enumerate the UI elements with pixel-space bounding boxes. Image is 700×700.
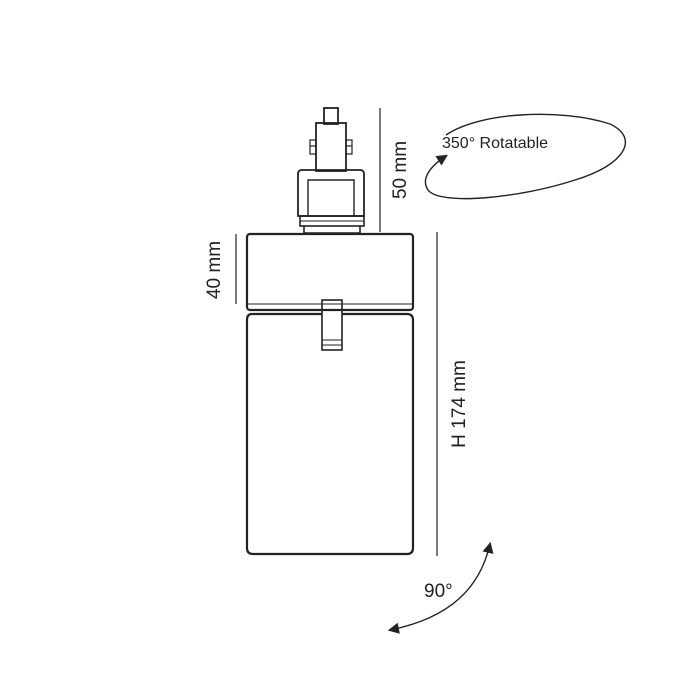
vertical-tilt-indicator: 90° [387, 541, 494, 634]
tilt-angle-label: 90° [424, 581, 453, 602]
hinge-joint [321, 299, 343, 351]
lamp-body [245, 312, 415, 556]
light-head-block [245, 232, 415, 312]
dimension-total: H 174 mm [436, 232, 470, 556]
track-adapter [297, 107, 365, 234]
adapter-upper-body [315, 122, 347, 172]
dimension-total-label: H 174 mm [449, 360, 470, 448]
dimension-adapter: 50 mm [379, 108, 411, 232]
rotation-horizontal-label: 350° Rotatable [442, 135, 548, 152]
rotation-ellipse-arc [424, 113, 627, 200]
tilt-arc [387, 541, 494, 634]
horizontal-rotation-indicator: 350° Rotatable [424, 113, 627, 200]
dimension-adapter-label: 50 mm [390, 141, 411, 199]
dimension-head: 40 mm [204, 234, 237, 304]
adapter-housing [297, 169, 365, 217]
dimension-head-label: 40 mm [204, 241, 225, 299]
adapter-pin [323, 107, 339, 125]
